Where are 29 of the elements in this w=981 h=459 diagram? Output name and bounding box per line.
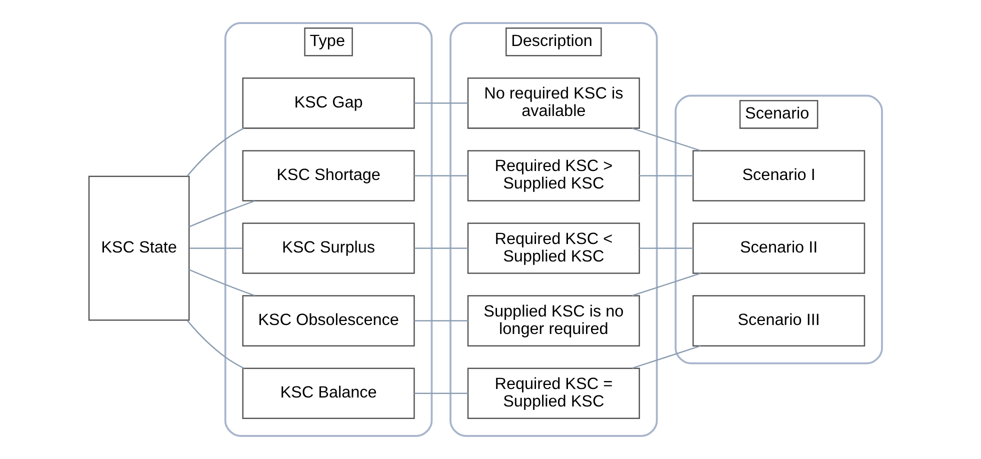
node-box: KSC Surplus <box>242 222 415 274</box>
node-box: Scenario I <box>692 150 866 202</box>
connector <box>414 392 468 394</box>
node-box: KSC Shortage <box>242 150 415 202</box>
connector <box>186 128 244 176</box>
connector <box>639 175 694 176</box>
node-box: No required KSC is available <box>467 78 640 129</box>
connector <box>188 200 255 228</box>
connector <box>188 269 255 296</box>
node-box: Required KSC < Supplied KSC <box>467 222 640 274</box>
node-box: Scenario II <box>692 222 866 274</box>
node-box: KSC Obsolescence <box>242 295 415 346</box>
node-box: Required KSC = Supplied KSC <box>467 368 640 419</box>
node-box: KSC Gap <box>242 78 415 129</box>
node-box: Scenario III <box>692 295 866 346</box>
connector <box>414 248 468 249</box>
node-box: Supplied KSC is no longer required <box>467 295 640 346</box>
connector <box>632 345 701 369</box>
node-box: KSC State <box>88 176 190 321</box>
connector <box>414 320 468 322</box>
connector <box>639 248 694 249</box>
connector <box>186 320 244 369</box>
connector <box>632 272 701 296</box>
node-box: KSC Balance <box>242 368 415 419</box>
node-box: Required KSC > Supplied KSC <box>467 150 640 202</box>
connector <box>189 248 243 249</box>
connector <box>414 102 468 104</box>
connector <box>414 175 468 176</box>
connector <box>632 128 701 152</box>
